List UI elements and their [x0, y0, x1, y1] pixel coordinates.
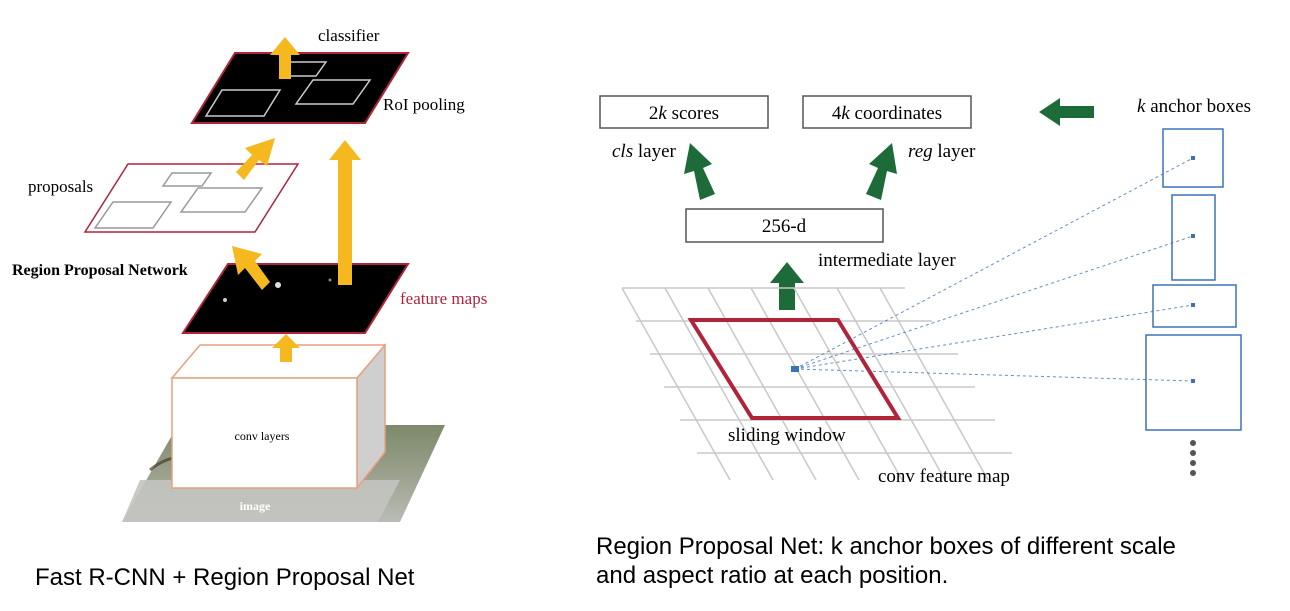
left-caption: Fast R-CNN + Region Proposal Net	[35, 564, 415, 591]
coords-text: 4k coordinates	[832, 103, 942, 124]
arrow-features-to-roi	[329, 140, 361, 285]
scores-text: 2k scores	[649, 103, 719, 124]
proposals-label: proposals	[28, 177, 93, 196]
anchor-boxes	[1145, 128, 1242, 431]
conv-layers-label: conv layers	[235, 429, 290, 443]
intermediate-box-text: 256-d	[762, 216, 807, 237]
coords-box	[802, 95, 972, 129]
intermediate-layer-label: intermediate layer	[818, 250, 956, 271]
arrow-anchors-to-outputs	[1039, 98, 1094, 126]
arrow-proposals-to-roi	[236, 138, 275, 180]
scores-box	[599, 95, 769, 129]
conv-box-top	[170, 344, 387, 379]
anchor-connectors	[794, 157, 1194, 382]
arrow-to-intermediate	[770, 262, 804, 310]
conv-feature-map-label: conv feature map	[878, 466, 1010, 487]
conv-feature-map-grid	[621, 287, 1012, 481]
roi-pooling-label: RoI pooling	[383, 95, 465, 114]
sliding-window	[687, 318, 902, 420]
anchor-box-2	[1171, 194, 1216, 281]
right-caption-line2: and aspect ratio at each position.	[596, 562, 949, 589]
intermediate-box	[685, 208, 884, 243]
classifier-label: classifier	[318, 26, 380, 45]
anchor-box-4	[1145, 334, 1242, 431]
more-anchors-ellipsis	[1190, 440, 1196, 476]
arrow-to-cls	[684, 143, 715, 200]
anchor-box-3	[1152, 284, 1237, 328]
feature-maps	[181, 263, 410, 334]
arrow-rpn-to-proposals	[232, 246, 270, 290]
feature-maps-label: feature maps	[400, 289, 487, 308]
arrow-to-reg	[866, 143, 897, 200]
right-diagram: 2k scores 4k coordinates cls layer reg l…	[599, 95, 1251, 487]
anchor-box-1	[1162, 128, 1224, 188]
arrow-to-classifier	[270, 37, 300, 79]
image-label: image	[240, 499, 271, 513]
rpn-label: Region Proposal Network	[12, 262, 188, 279]
conv-box-front	[171, 377, 358, 489]
anchor-boxes-label: k anchor boxes	[1137, 96, 1251, 117]
right-caption-line1: Region Proposal Net: k anchor boxes of d…	[596, 533, 1176, 560]
sliding-window-label: sliding window	[728, 425, 846, 446]
cls-layer-label: cls layer	[612, 141, 677, 162]
reg-layer-label: reg layer	[908, 141, 976, 162]
arrow-conv-to-features	[272, 334, 300, 362]
roi-pooling-plane	[190, 52, 410, 124]
left-diagram: image conv layers feature maps Region Pr…	[12, 26, 487, 522]
